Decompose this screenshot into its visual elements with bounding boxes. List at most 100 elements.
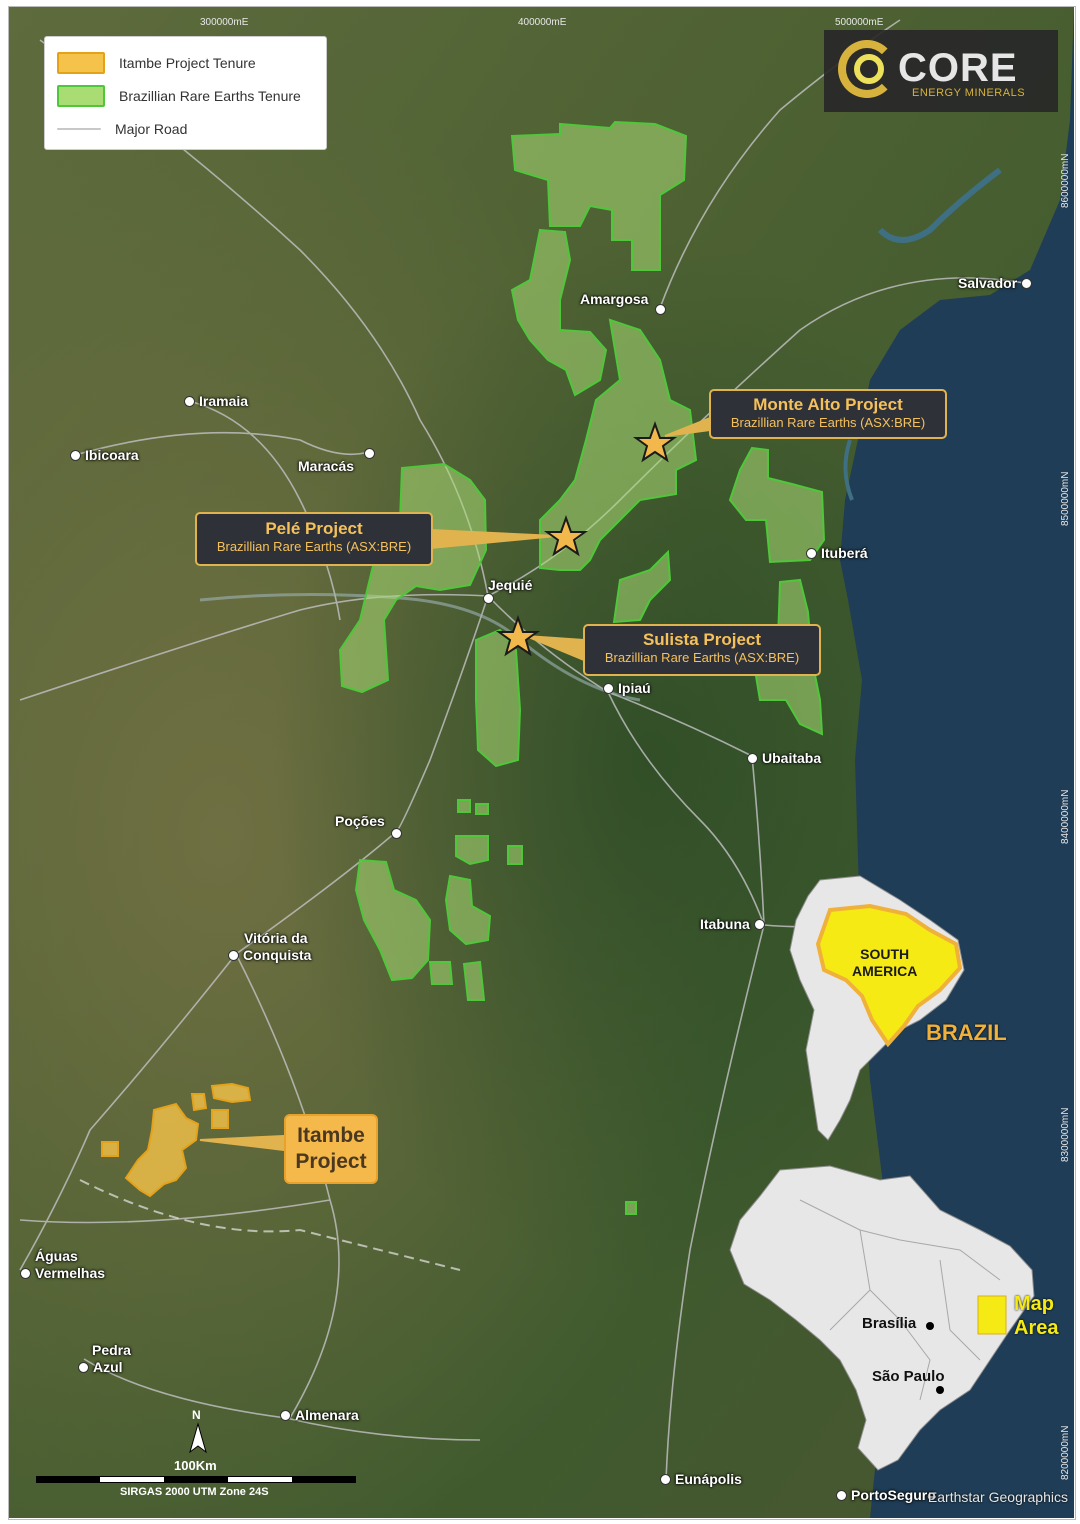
town-itabuna: Itabuna [700,916,765,932]
core-energy-logo: CORE ENERGY MINERALS [824,30,1058,112]
brazil-inset-shape [729,1165,1035,1471]
town-eunapolis: Eunápolis [660,1471,742,1487]
logo-core-icon [854,54,884,84]
coastal-lagoon [843,439,854,501]
town-amargosa: Amargosa [580,291,649,307]
town-dot-icon [228,950,239,961]
town-maracas: Maracás [298,458,355,474]
itambe-tenure-2 [190,1093,208,1112]
town-dot-icon [483,593,494,604]
logo-ring-icon [838,40,896,98]
legend-item-itambe: Itambe Project Tenure [57,52,256,74]
itambe-tenure-main [124,1102,200,1198]
town-dot-icon [20,1268,31,1279]
town-dot-icon [391,828,402,839]
town-dot-icon [753,918,765,930]
bre-tenure-south-2 [444,874,492,946]
bre-tenure-north [510,120,688,271]
itambe-tenure-3 [210,1082,252,1104]
project-owner: Brazillian Rare Earths (ASX:BRE) [604,650,800,665]
town-ibicoara: Ibicoara [70,447,139,463]
town-dot-icon [70,449,81,461]
project-name: Sulista Project [642,630,762,649]
bre-tenure-areas [338,120,826,1215]
town-vitoria-da-conquista: Vitória da Conquista [228,930,311,964]
sulista-star-icon [495,615,541,657]
bre-tenure-amargosa [510,228,608,397]
project-name: Monte Alto Project [753,395,903,414]
map-legend: Itambe Project Tenure Brazillian Rare Ea… [44,36,327,150]
orange-swatch-icon [57,52,105,74]
town-dot-icon [78,1362,89,1373]
bre-tenure-dot-4 [507,845,523,865]
town-almenara: Almenara [280,1407,359,1423]
bre-tenure-pele [338,462,488,694]
itambe-tenure-4 [211,1109,229,1129]
projection-label: SIRGAS 2000 UTM Zone 24S [120,1486,269,1498]
project-stars [495,421,678,657]
logo-tagline: ENERGY MINERALS [912,87,1026,99]
grid-label-northing: 8400000mN [1060,789,1071,844]
callout-pele: Pelé Project Brazillian Rare Earths (ASX… [195,512,433,566]
bre-tenure-dot-5 [428,961,454,985]
scale-segment [164,1476,228,1483]
callout-monte-alto: Monte Alto Project Brazillian Rare Earth… [709,389,947,439]
project-owner: Brazillian Rare Earths (ASX:BRE) [216,539,412,554]
brazil-highlight [815,903,963,1048]
legend-label: Brazillian Rare Earths Tenure [119,88,301,104]
brasilia-label: Brasília [862,1315,917,1332]
town-porto-seguro: PortoSeguro [836,1487,936,1503]
town-dot-icon [660,1473,671,1485]
legend-item-road: Major Road [57,121,187,137]
itambe-tenure-5 [101,1141,119,1157]
scale-distance: 100Km [174,1458,217,1473]
itambe-tenure-areas [101,1082,252,1198]
north-arrow [189,1422,207,1454]
imagery-attribution: Earthstar Geographics [927,1489,1068,1505]
bre-tenure-monte-alto [539,318,698,571]
scale-segment [292,1476,356,1483]
sao-paulo-label: São Paulo [872,1368,945,1385]
bre-tenure-dot-1 [457,799,471,813]
town-ubaitaba: Ubaitaba [747,750,821,766]
town-jequie: Jequié [488,577,533,593]
grid-label-easting: 500000mE [835,17,884,28]
green-swatch-icon [57,85,105,107]
town-aguas-vermelhas: Águas Vermelhas [20,1248,105,1282]
state-border [79,1179,461,1271]
town-pocoes: Poções [335,813,385,829]
bay-of-all-saints [877,167,1002,243]
south-america-inset [789,875,965,1141]
north-arrow-icon [189,1422,207,1454]
bre-tenure-itubera [728,446,826,564]
town-dot-icon [603,682,614,694]
town-dot-icon [806,547,817,559]
town-ipiau: Ipiaú [603,680,651,696]
grid-label-easting: 300000mE [200,17,249,28]
pele-star-icon [543,515,589,557]
town-dot-icon [280,1409,291,1421]
callout-sulista: Sulista Project Brazillian Rare Earths (… [583,624,821,676]
bre-tenure-dot-7 [625,1201,637,1215]
town-dot-icon [747,752,758,764]
bre-tenure-dot-2 [475,803,489,815]
town-itubera: Ituberá [806,545,868,561]
bre-tenure-dot-3 [455,835,489,866]
monte-alto-star-icon [632,421,678,463]
grey-line-icon [57,128,101,130]
town-dot-icon [184,395,195,407]
grid-label-northing: 8600000mN [1060,153,1071,208]
sao-paulo-dot [936,1386,944,1394]
town-salvador: Salvador [958,275,1033,291]
project-owner: Brazillian Rare Earths (ASX:BRE) [730,415,926,430]
bre-tenure-dot-6 [462,960,486,1001]
bre-tenure-south-1 [354,858,432,982]
atlantic-ocean [840,6,1074,1518]
grid-label-northing: 8300000mN [1060,1107,1071,1162]
map-area-box [977,1295,1007,1335]
town-dot-icon [364,448,375,459]
legend-item-bre: Brazillian Rare Earths Tenure [57,85,301,107]
brasilia-dot [926,1322,934,1330]
